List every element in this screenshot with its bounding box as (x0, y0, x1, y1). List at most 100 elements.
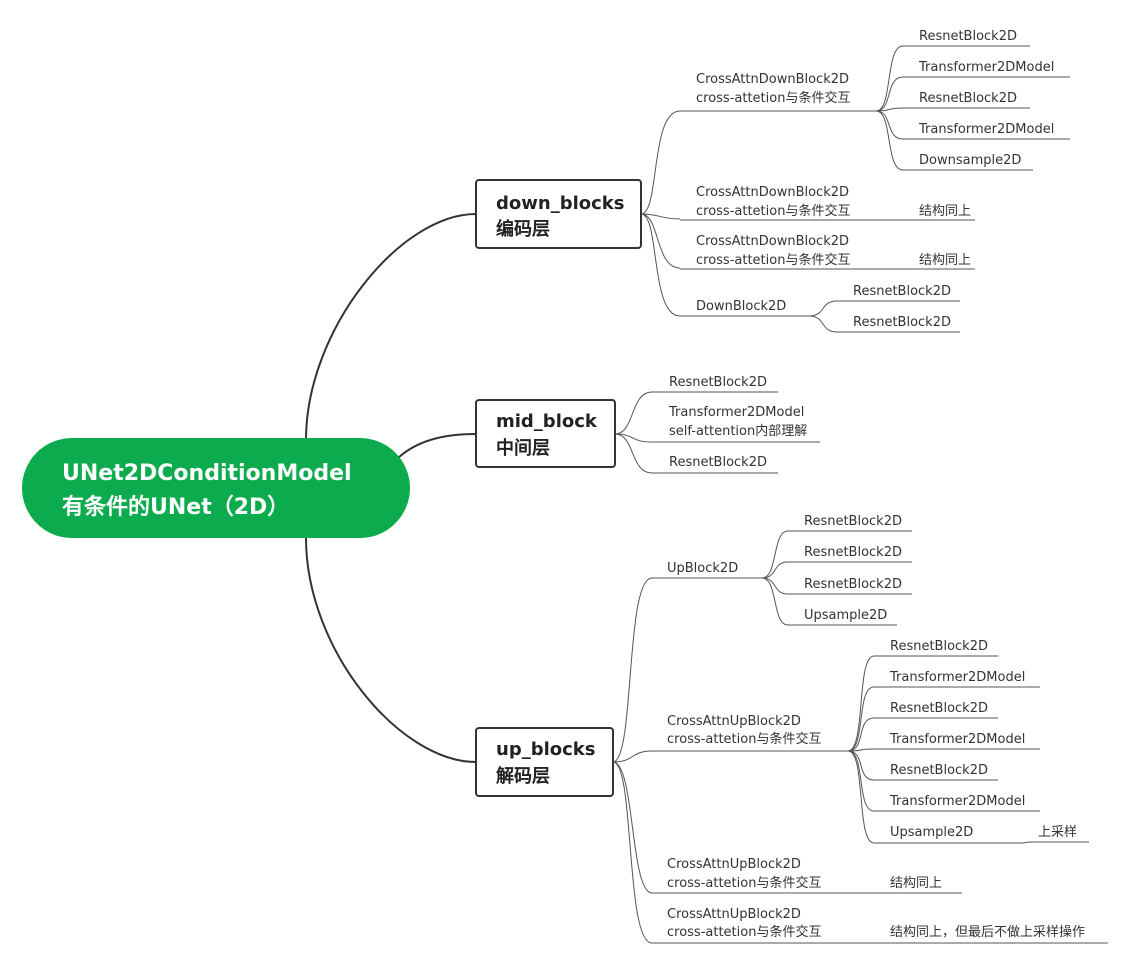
down-c1-leaf-4[interactable]: Transformer2DModel (903, 122, 1070, 140)
down-c1-leaf-1-label: ResnetBlock2D (919, 29, 1017, 44)
connector-down-c1 (640, 110, 681, 215)
down-c1-leaf-4-label: Transformer2DModel (918, 122, 1054, 137)
connector-down-c1-l2 (875, 76, 904, 112)
up-blocks-title: up_blocks (496, 739, 595, 760)
down-crossattn-1[interactable]: CrossAttnDownBlock2D cross-attetion与条件交互 (680, 72, 876, 112)
mid-child-2[interactable]: Transformer2DModel self-attention内部理解 (652, 405, 820, 443)
up-c4-line1: CrossAttnUpBlock2D (667, 907, 801, 922)
up-c1-leaf-2-label: ResnetBlock2D (804, 545, 902, 560)
up-c2-leaf-2[interactable]: Transformer2DModel (874, 670, 1040, 688)
up-c2-upsample-note: 上采样 (1038, 825, 1077, 840)
up-blocks-subtitle: 解码层 (496, 765, 550, 787)
mid-child-2-line1: Transformer2DModel (668, 405, 804, 420)
connector-up-c2-l7 (847, 750, 875, 844)
up-c2-leaf-5[interactable]: ResnetBlock2D (874, 763, 998, 781)
down-c1-leaf-1[interactable]: ResnetBlock2D (903, 29, 1030, 47)
up-c2-leaf-7-label: Upsample2D (890, 825, 973, 840)
down-blocks-title: down_blocks (496, 193, 624, 214)
root-node[interactable]: UNet2DConditionModel 有条件的UNet（2D） (22, 438, 410, 538)
down-crossattn-2[interactable]: CrossAttnDownBlock2D cross-attetion与条件交互… (680, 185, 975, 221)
down-c2-leaf: 结构同上 (919, 204, 971, 219)
up-c2-leaf-4-label: Transformer2DModel (889, 732, 1025, 747)
down-crossattn-3[interactable]: CrossAttnDownBlock2D cross-attetion与条件交互… (680, 234, 975, 270)
up-c2-leaf-1[interactable]: ResnetBlock2D (874, 639, 998, 657)
connector-up-c1-l1 (761, 530, 789, 579)
up-c2-leaf-3[interactable]: ResnetBlock2D (874, 701, 998, 719)
up-blocks-branch: up_blocks 解码层 UpBlock2D ResnetBlock2D Re… (475, 514, 1108, 944)
connector-up-c2-l2 (847, 686, 875, 752)
down-c4-leaf-2[interactable]: ResnetBlock2D (837, 315, 960, 333)
down-blocks-subtitle: 编码层 (496, 218, 550, 240)
up-c3-line2: cross-attetion与条件交互 (667, 875, 821, 891)
up-blocks-node[interactable]: up_blocks 解码层 (475, 727, 614, 797)
up-c1-leaf-1-label: ResnetBlock2D (804, 514, 902, 529)
up-c2-leaf-1-label: ResnetBlock2D (890, 639, 988, 654)
connector-up-c4 (612, 761, 653, 944)
connector-up-c2-l1 (847, 655, 875, 752)
root-title: UNet2DConditionModel (62, 461, 352, 486)
down-c1-leaf-3-label: ResnetBlock2D (919, 91, 1017, 106)
mid-block-branch: mid_block 中间层 ResnetBlock2D Transformer2… (475, 375, 820, 474)
up-crossattn-1[interactable]: CrossAttnUpBlock2D cross-attetion与条件交互 (652, 714, 848, 752)
down-blocks-node[interactable]: down_blocks 编码层 (475, 179, 642, 249)
down-c4-leaf-1[interactable]: ResnetBlock2D (837, 284, 960, 302)
root-pill (22, 438, 410, 538)
up-c2-leaf-6[interactable]: Transformer2DModel (874, 794, 1040, 812)
up-c1-leaf-3[interactable]: ResnetBlock2D (788, 577, 912, 595)
root-subtitle: 有条件的UNet（2D） (62, 494, 289, 520)
connector-up-c2-l4 (847, 748, 875, 752)
mid-child-3[interactable]: ResnetBlock2D (652, 455, 778, 474)
down-c2-line2: cross-attetion与条件交互 (696, 203, 850, 219)
connector-up-c1 (612, 577, 653, 763)
connector-down-c1-l4 (875, 110, 904, 140)
connector-up-c2 (612, 750, 653, 763)
connector-down-c4-l1 (808, 300, 838, 317)
mid-child-2-line2: self-attention内部理解 (669, 423, 807, 439)
up-c1-leaf-1[interactable]: ResnetBlock2D (788, 514, 912, 532)
up-c3-line1: CrossAttnUpBlock2D (667, 857, 801, 872)
connector-root-down (305, 213, 477, 441)
up-crossattn-2[interactable]: CrossAttnUpBlock2D cross-attetion与条件交互 结… (652, 857, 962, 894)
connector-down-c1-l1 (875, 45, 904, 112)
up-c2-leaf-2-label: Transformer2DModel (889, 670, 1025, 685)
up-c1-leaf-3-label: ResnetBlock2D (804, 577, 902, 592)
up-upblock[interactable]: UpBlock2D (652, 561, 762, 579)
down-c3-line2: cross-attetion与条件交互 (696, 252, 850, 268)
down-c1-leaf-3[interactable]: ResnetBlock2D (903, 91, 1030, 109)
down-c1-line2: cross-attetion与条件交互 (696, 90, 850, 106)
up-c1-leaf-4[interactable]: Upsample2D (788, 608, 897, 626)
down-c1-leaf-5[interactable]: Downsample2D (903, 153, 1033, 171)
up-c1-label: UpBlock2D (667, 561, 738, 576)
mid-child-1[interactable]: ResnetBlock2D (652, 375, 778, 393)
connector-up-c2-l5 (847, 750, 875, 781)
connector-down-c1-l3 (875, 107, 904, 112)
mid-block-title: mid_block (496, 411, 598, 432)
connector-up-c1-l3 (761, 577, 789, 595)
down-c3-leaf: 结构同上 (919, 253, 971, 268)
up-c1-leaf-2[interactable]: ResnetBlock2D (788, 545, 912, 563)
up-crossattn-3[interactable]: CrossAttnUpBlock2D cross-attetion与条件交互 结… (652, 907, 1108, 944)
main-connectors (305, 213, 477, 763)
up-c4-line2: cross-attetion与条件交互 (667, 924, 821, 940)
down-c2-line1: CrossAttnDownBlock2D (696, 185, 849, 200)
up-c2-leaf-6-label: Transformer2DModel (889, 794, 1025, 809)
up-c2-leaf-7[interactable]: Upsample2D 上采样 (874, 825, 1089, 844)
connector-down-c3 (640, 213, 681, 269)
down-c1-leaf-2-label: Transformer2DModel (918, 60, 1054, 75)
connector-down-c1-l5 (875, 110, 904, 171)
mid-child-1-label: ResnetBlock2D (669, 375, 767, 390)
connector-up-c2-l3 (847, 717, 875, 752)
down-downblock[interactable]: DownBlock2D (680, 299, 809, 317)
connector-root-up (305, 537, 477, 763)
down-c1-leaf-5-label: Downsample2D (919, 153, 1021, 168)
mid-block-node[interactable]: mid_block 中间层 (475, 399, 616, 468)
down-c1-leaf-2[interactable]: Transformer2DModel (903, 60, 1070, 78)
connector-mid-1 (614, 391, 653, 435)
down-c4-leaf-2-label: ResnetBlock2D (853, 315, 951, 330)
up-c1-leaf-4-label: Upsample2D (804, 608, 887, 623)
connector-down-c4-l2 (808, 315, 838, 333)
connector-mid-3 (614, 433, 653, 474)
connector-up-c1-l4 (761, 577, 789, 626)
up-c2-leaf-4[interactable]: Transformer2DModel (874, 732, 1040, 750)
